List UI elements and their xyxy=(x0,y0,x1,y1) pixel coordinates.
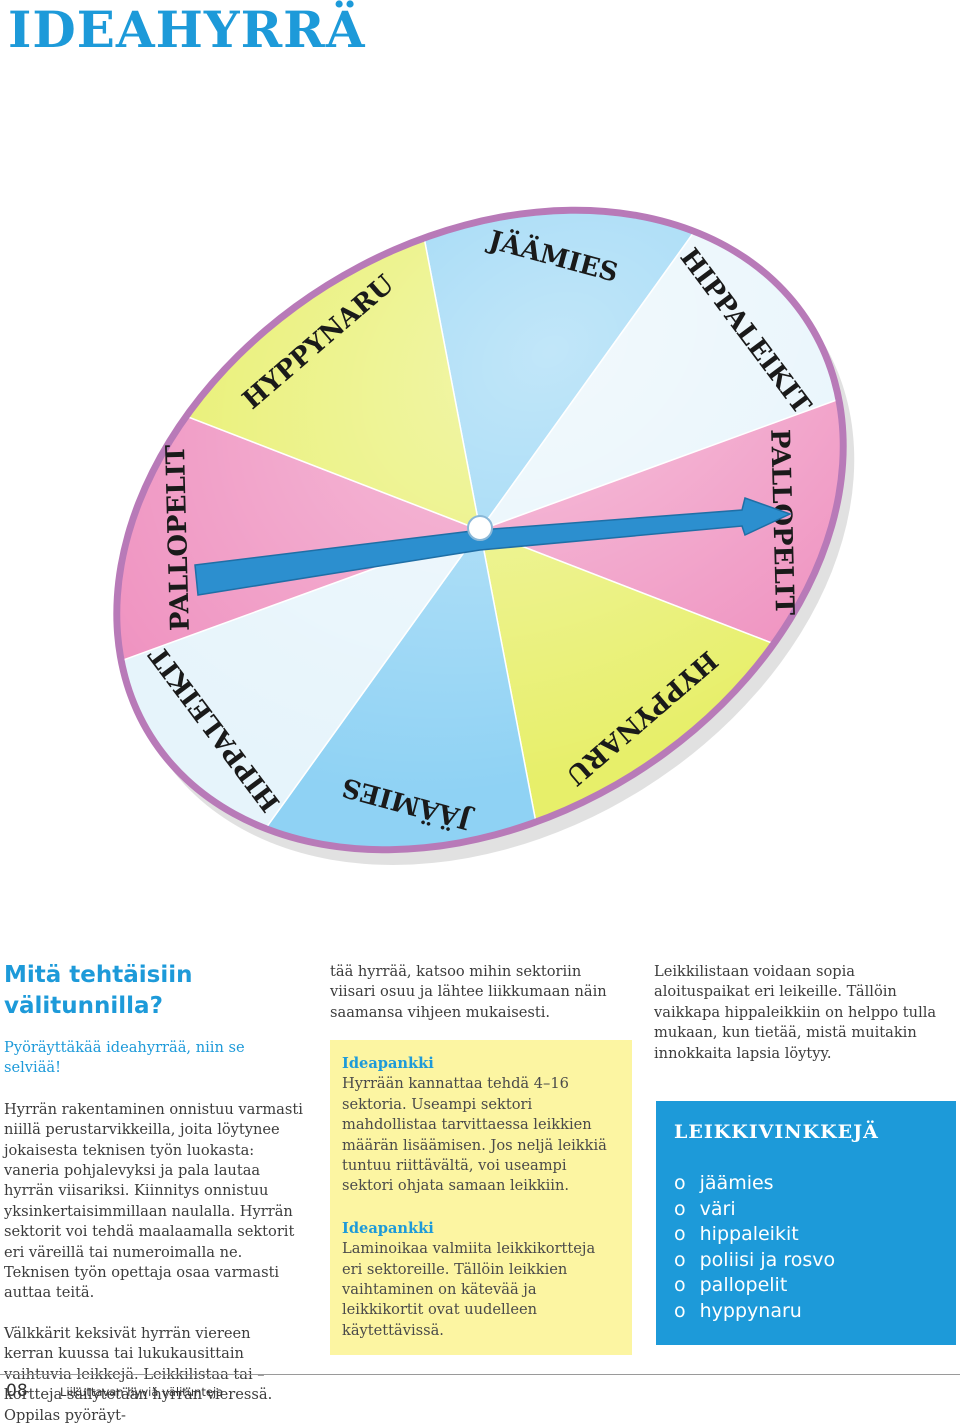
section-heading: Mitä tehtäisiin välitunnilla? xyxy=(4,962,193,1019)
page-title: IDEAHYRRÄ xyxy=(8,0,366,59)
body-paragraph: Hyrrän rakentaminen onnistuu varmasti ni… xyxy=(4,1100,303,1302)
bullet-icon: o xyxy=(674,1223,686,1245)
column-intro: Mitä tehtäisiin välitunnilla? Pyöräyttäk… xyxy=(4,960,304,1426)
idea-box-text: Hyrrään kannattaa tehdä 4–16 sektoria. U… xyxy=(342,1075,607,1195)
pointer-pivot xyxy=(467,515,493,541)
tip-label: väri xyxy=(699,1197,736,1220)
bullet-icon: o xyxy=(674,1248,686,1271)
tip-label: jäämies xyxy=(699,1172,774,1194)
tip-item: o hippaleikit xyxy=(674,1222,938,1248)
bullet-icon: o xyxy=(674,1197,686,1220)
idea-box-title: Ideapankki xyxy=(342,1219,434,1237)
idea-box-title: Ideapankki xyxy=(342,1055,434,1072)
idea-box: Ideapankki Hyrrään kannattaa tehdä 4–16 … xyxy=(330,1040,632,1356)
tip-label: hyppynaru xyxy=(699,1299,802,1322)
tip-item: o pallopelit xyxy=(674,1273,938,1299)
body-paragraph: tää hyrrää, katsoo mihin sektoriin viisa… xyxy=(330,963,607,1021)
tip-label: poliisi ja rosvo xyxy=(699,1248,836,1271)
body-paragraph: Leikkilistaan voidaan sopia aloituspaika… xyxy=(654,963,937,1062)
tip-item: o jäämies xyxy=(674,1171,938,1197)
tip-label: hippaleikit xyxy=(699,1223,799,1245)
lead-text: Pyöräyttäkää ideahyrrää, niin se selviää… xyxy=(4,1039,245,1077)
bullet-icon: o xyxy=(674,1172,686,1194)
footer-divider xyxy=(0,1374,960,1375)
spinner-pointer xyxy=(194,497,792,596)
bullet-icon: o xyxy=(674,1299,686,1322)
page-number: 08 xyxy=(6,1381,28,1401)
body-paragraph: Välkkärit keksivät hyrrän viereen kerran… xyxy=(4,1324,273,1424)
column-right: Leikkilistaan voidaan sopia aloituspaika… xyxy=(654,962,954,1064)
footer-publication: Liikuttavan hyviä välitunteja xyxy=(60,1385,224,1399)
tip-label: pallopelit xyxy=(699,1274,788,1296)
tips-title: LEIKKIVINKKEJÄ xyxy=(674,1121,879,1143)
tip-item: o poliisi ja rosvo xyxy=(674,1248,938,1274)
bullet-icon: o xyxy=(674,1274,686,1296)
column-continued: tää hyrrää, katsoo mihin sektoriin viisa… xyxy=(330,962,630,1023)
sector-label: PALLOPELIT xyxy=(161,444,196,632)
tip-item: o hyppynaru xyxy=(674,1299,938,1325)
idea-box-text: Laminoikaa valmiita leikkikortteja eri s… xyxy=(342,1240,596,1339)
